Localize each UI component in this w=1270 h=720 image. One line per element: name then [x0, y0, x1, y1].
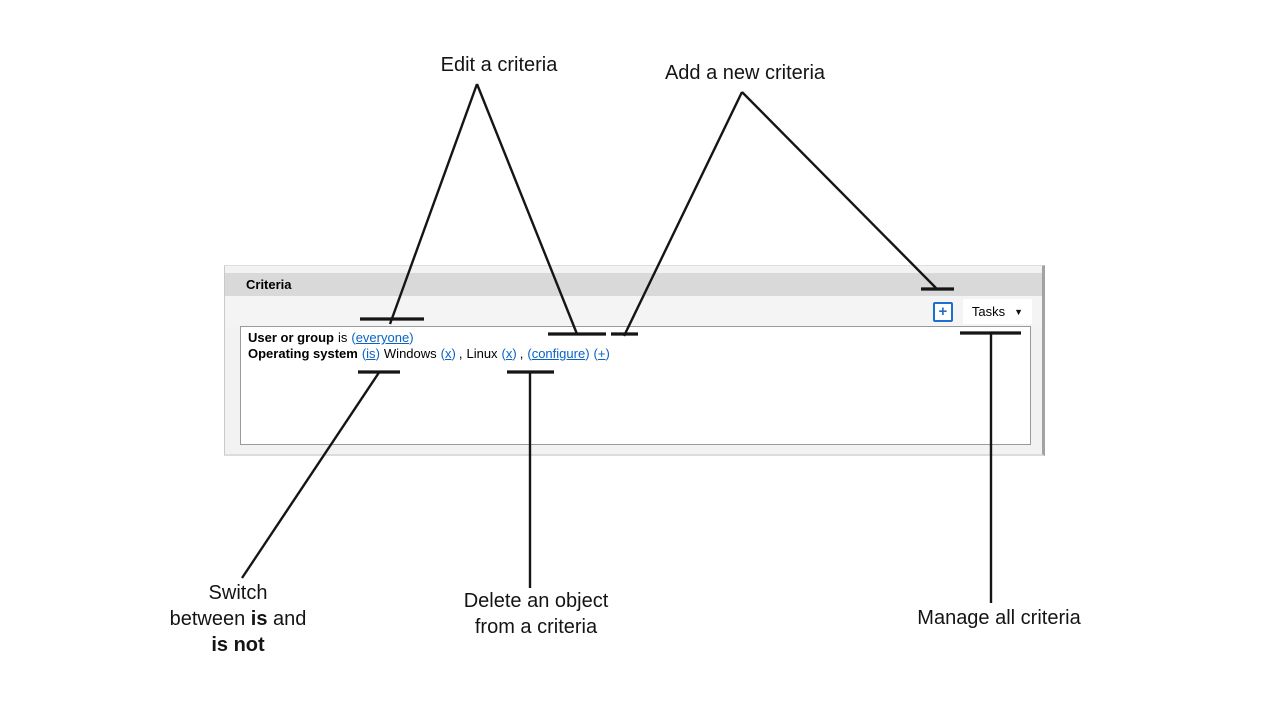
remove1-close-paren: ) — [451, 346, 456, 361]
row2-comma1: , — [458, 346, 463, 361]
row2-op-close-paren: ) — [375, 346, 380, 361]
row1-close-paren: ) — [409, 330, 414, 345]
add-criteria-text: Add a new criteria — [664, 62, 826, 84]
tasks-dropdown[interactable]: Tasks ▼ — [962, 299, 1032, 324]
panel-header: Criteria — [225, 273, 1042, 296]
configure-close-paren: ) — [585, 346, 590, 361]
delete-label: Delete an object from a criteria — [463, 590, 609, 638]
add-criteria-button[interactable]: + — [932, 301, 953, 322]
remove2-close-paren: ) — [512, 346, 517, 361]
switch-line3: is not — [211, 634, 265, 656]
add-object-close-paren: ) — [605, 346, 610, 361]
chevron-down-icon: ▼ — [1014, 306, 1023, 317]
configure-link[interactable]: configure — [531, 346, 586, 361]
windows-remove-link[interactable]: x — [445, 346, 452, 361]
switch-line1: Switch — [208, 582, 268, 604]
row2-name: Operating system — [248, 346, 358, 361]
configure-open-paren: ( — [527, 346, 532, 361]
add-object-link[interactable]: + — [597, 346, 606, 361]
is-toggle-link[interactable]: is — [366, 346, 376, 361]
panel-toolbar: + Tasks ▼ — [225, 296, 1042, 327]
edit-criteria-label: Edit a criteria — [389, 52, 609, 78]
panel-top-strip — [225, 266, 1042, 273]
row1-operator: is — [337, 330, 348, 345]
switch-line2: between is and — [169, 608, 307, 630]
switch-label: Switch between is and is not — [128, 580, 348, 658]
add-object-open-paren: ( — [593, 346, 598, 361]
row2-comma2: , — [519, 346, 524, 361]
row2-op-open-paren: ( — [361, 346, 367, 361]
criteria-row-operating-system: Operating system(is)Windows(x),Linux(x),… — [248, 346, 1030, 362]
remove1-open-paren: ( — [440, 346, 445, 361]
manage-label: Manage all criteria — [917, 607, 1081, 629]
tasks-label: Tasks — [971, 304, 1006, 319]
row1-open-paren: ( — [351, 330, 356, 345]
row1-name: User or group — [248, 330, 334, 345]
everyone-link[interactable]: everyone — [355, 330, 410, 345]
plus-icon: + — [938, 303, 948, 320]
add-criteria-label: Add a new criteria — [635, 60, 855, 86]
edit-criteria-text: Edit a criteria — [440, 54, 558, 76]
remove2-open-paren: ( — [501, 346, 506, 361]
row2-item1: Windows — [383, 346, 437, 361]
linux-remove-link[interactable]: x — [505, 346, 513, 361]
row2-item2: Linux — [466, 346, 498, 361]
panel-title: Criteria — [246, 277, 292, 292]
